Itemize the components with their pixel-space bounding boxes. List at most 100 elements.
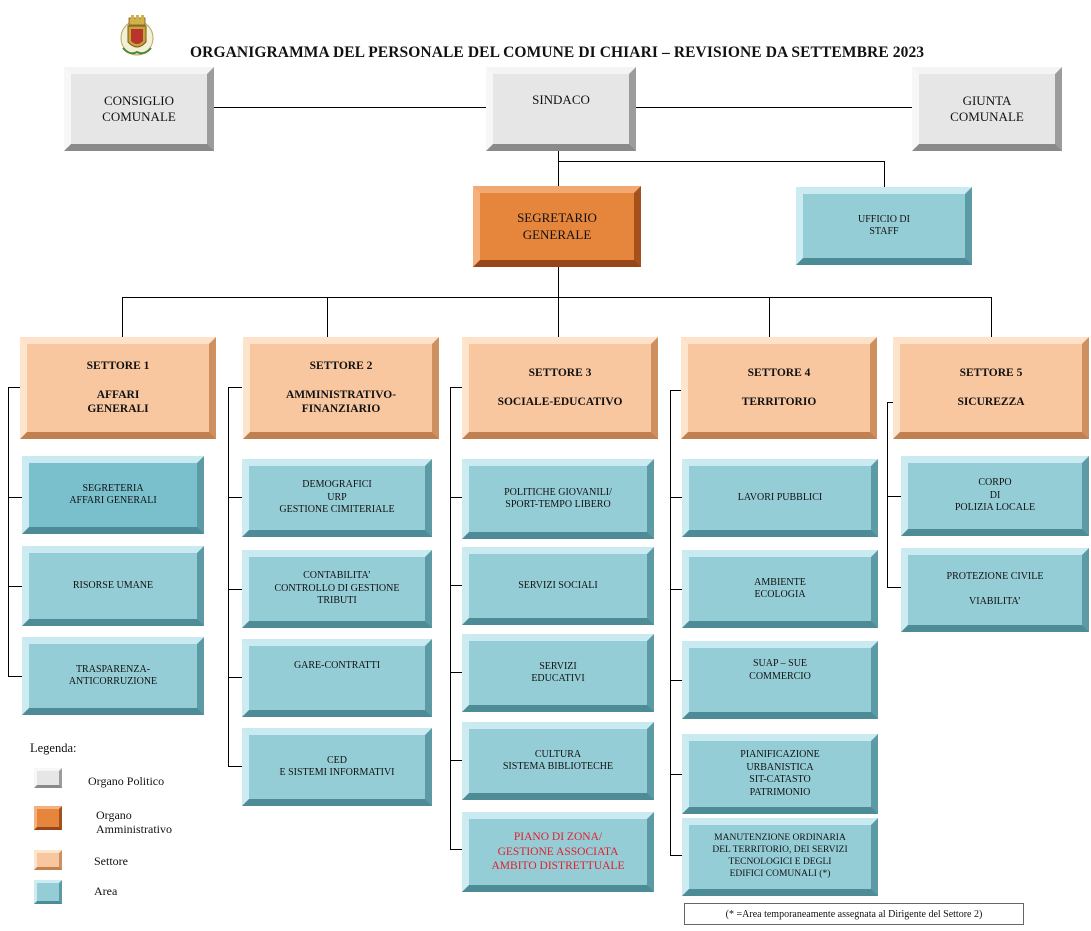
connector [450, 672, 462, 673]
legend-swatch-politico [34, 768, 62, 788]
legend-title: Legenda: [30, 741, 77, 755]
connector [558, 297, 559, 337]
consiglio-comunale-label: CONSIGLIO COMUNALE [102, 92, 176, 124]
connector [991, 297, 992, 337]
connector [228, 589, 242, 590]
sindaco-box: SINDACO [486, 67, 636, 151]
area-box: MANUTENZIONE ORDINARIA DEL TERRITORIO, D… [682, 818, 878, 896]
area-box: SEGRETERIA AFFARI GENERALI [22, 456, 204, 534]
area-label: RISORSE UMANE [72, 579, 154, 591]
area-label: AMBIENTE ECOLOGIA [754, 576, 806, 601]
area-box: PROTEZIONE CIVILE VIABILITA’ [901, 548, 1089, 632]
area-label: POLITICHE GIOVANILI/ SPORT-TEMPO LIBERO [504, 486, 612, 511]
settore-1-box: SETTORE 1 AFFARI GENERALI [20, 337, 216, 439]
area-box: POLITICHE GIOVANILI/ SPORT-TEMPO LIBERO [462, 459, 654, 539]
settore-4-box: SETTORE 4 TERRITORIO [681, 337, 877, 439]
connector [670, 774, 682, 775]
area-label: MANUTENZIONE ORDINARIA DEL TERRITORIO, D… [712, 833, 848, 879]
legend-swatch-area [34, 880, 62, 904]
settore-2-label: SETTORE 2 AMMINISTRATIVO- FINANZIARIO [285, 360, 397, 416]
connector [670, 497, 682, 498]
area-box: CORPO DI POLIZIA LOCALE [901, 456, 1089, 536]
connector [670, 589, 682, 590]
connector [636, 107, 912, 108]
connector [450, 497, 462, 498]
connector [670, 855, 682, 856]
connector [450, 387, 451, 850]
ufficio-staff-box: UFFICIO DI STAFF [796, 187, 972, 265]
area-label: CULTURA SISTEMA BIBLIOTECHE [502, 748, 614, 773]
settore-2-box: SETTORE 2 AMMINISTRATIVO- FINANZIARIO [243, 337, 439, 439]
connector [887, 402, 888, 588]
connector [8, 586, 22, 587]
area-label: TRASPARENZA- ANTICORRUZIONE [68, 663, 158, 688]
area-box: TRASPARENZA- ANTICORRUZIONE [22, 637, 204, 715]
connector [214, 107, 486, 108]
area-box: CONTABILITA’ CONTROLLO DI GESTIONE TRIBU… [242, 550, 432, 628]
area-label: CED E SISTEMI INFORMATIVI [279, 754, 395, 779]
area-label: CONTABILITA’ CONTROLLO DI GESTIONE TRIBU… [274, 570, 400, 607]
area-box: CED E SISTEMI INFORMATIVI [242, 728, 432, 806]
connector [8, 387, 9, 677]
giunta-comunale-label: GIUNTA COMUNALE [950, 92, 1024, 124]
area-label: PIANO DI ZONA/ GESTIONE ASSOCIATA AMBITO… [491, 831, 625, 873]
area-label: GARE-CONTRATTI [293, 660, 381, 671]
connector [450, 585, 462, 586]
connector [558, 150, 559, 186]
settore-5-box: SETTORE 5 SICUREZZA [893, 337, 1089, 439]
area-label: SUAP – SUE COMMERCIO [749, 658, 811, 682]
area-label: LAVORI PUBBLICI [737, 491, 823, 503]
area-label: PROTEZIONE CIVILE VIABILITA’ [946, 571, 1044, 608]
area-box: CULTURA SISTEMA BIBLIOTECHE [462, 722, 654, 800]
connector [450, 849, 462, 850]
connector [884, 161, 885, 187]
area-box: RISORSE UMANE [22, 546, 204, 626]
area-label: SEGRETERIA AFFARI GENERALI [69, 482, 157, 507]
legend-swatch-amministrativo [34, 806, 62, 830]
legend-label: Organo Amministrativo [96, 808, 172, 837]
sindaco-label: SINDACO [532, 92, 590, 107]
connector [228, 766, 242, 767]
area-label: CORPO DI POLIZIA LOCALE [954, 477, 1036, 514]
giunta-comunale-box: GIUNTA COMUNALE [912, 67, 1062, 151]
area-box: AMBIENTE ECOLOGIA [682, 550, 878, 628]
connector [670, 390, 671, 856]
connector [558, 161, 885, 162]
footnote: (* =Area temporaneamente assegnata al Di… [684, 903, 1024, 925]
settore-1-label: SETTORE 1 AFFARI GENERALI [86, 360, 150, 416]
settore-3-label: SETTORE 3 SOCIALE-EDUCATIVO [497, 367, 623, 409]
connector [558, 267, 559, 297]
connector [228, 497, 242, 498]
settore-3-box: SETTORE 3 SOCIALE-EDUCATIVO [462, 337, 658, 439]
ufficio-staff-label: UFFICIO DI STAFF [858, 213, 910, 238]
connector [228, 387, 229, 767]
area-box-highlighted: PIANO DI ZONA/ GESTIONE ASSOCIATA AMBITO… [462, 812, 654, 892]
area-box: GARE-CONTRATTI [242, 639, 432, 717]
area-box: PIANIFICAZIONE URBANISTICA SIT-CATASTO P… [682, 734, 878, 814]
legend-label: Area [94, 884, 118, 898]
segretario-generale-box: SEGRETARIO GENERALE [473, 186, 641, 267]
area-label: SERVIZI EDUCATIVI [531, 660, 585, 685]
connector [228, 387, 242, 388]
segretario-generale-label: SEGRETARIO GENERALE [517, 210, 597, 242]
chart-title: ORGANIGRAMMA DEL PERSONALE DEL COMUNE DI… [190, 44, 925, 61]
area-box: DEMOGRAFICI URP GESTIONE CIMITERIALE [242, 459, 432, 537]
connector [670, 680, 682, 681]
area-box: SUAP – SUE COMMERCIO [682, 641, 878, 719]
area-box: LAVORI PUBBLICI [682, 459, 878, 537]
area-label: SERVIZI SOCIALI [518, 579, 598, 591]
connector [450, 760, 462, 761]
legend-label: Organo Politico [88, 774, 165, 788]
legend-label: Settore [94, 854, 128, 868]
area-label: PIANIFICAZIONE URBANISTICA SIT-CATASTO P… [740, 749, 820, 798]
connector [8, 676, 22, 677]
area-box: SERVIZI EDUCATIVI [462, 634, 654, 712]
connector [887, 587, 901, 588]
legend-swatch-settore [34, 850, 62, 870]
connector [8, 497, 22, 498]
municipal-crest-logo [120, 15, 154, 56]
connector [769, 297, 770, 337]
settore-5-label: SETTORE 5 SICUREZZA [957, 367, 1025, 409]
connector [450, 387, 462, 388]
